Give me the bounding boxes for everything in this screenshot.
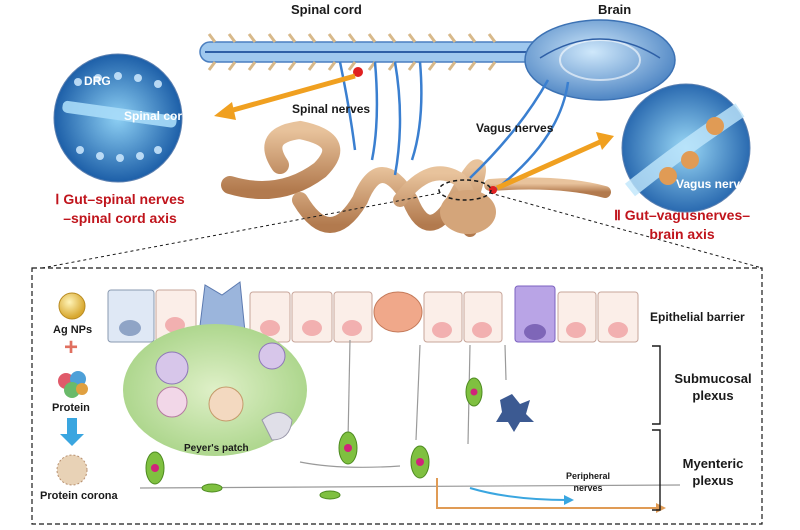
zoom-line-right [489,192,763,269]
submucosal-line2: plexus [692,388,734,403]
axis-two-title: Ⅱ Gut–vagusnerves– brain axis [582,206,782,244]
neuron-nuclei [151,388,478,472]
vagus-nerves-lines [469,79,570,191]
peyers-patch [123,324,307,456]
epithelial-layer [107,281,639,343]
brain-illustration [524,19,676,101]
zoom-line-left [41,192,441,269]
zoom-circle-left [53,53,183,183]
down-arrow-icon [60,418,84,446]
submucosal-bracket [652,345,661,425]
plus-sign: + [64,334,79,361]
spinal-cord-illustration [199,33,561,71]
detail-panel-frame [31,267,763,525]
axis-one-title: Ⅰ Gut–spinal nerves –spinal cord axis [20,190,220,228]
axis-two-line2: brain axis [649,226,715,242]
arrow-left [214,73,356,120]
axis-one-line1: Ⅰ Gut–spinal nerves [55,191,185,207]
brain-title: Brain [598,2,632,17]
peripheral-nerves-line2: nerves [573,483,603,493]
spinal-nerves-lines [338,61,423,176]
protein-corona-label: Protein corona [40,490,118,502]
myenteric-line2: plexus [692,473,734,488]
myenteric-bracket [652,429,661,511]
peyers-patch-label: Peyer's patch [184,443,249,454]
zoom-circle-right [621,83,751,213]
protein-corona-icon [56,454,88,486]
glial-cell [496,394,534,432]
peripheral-nerves-line1: Peripheral [566,471,611,481]
spinal-cord-title: Spinal cord [291,2,362,17]
spinal-nerves-label: Spinal nerves [292,102,371,116]
vagus-nerves-label: Vagus nerves [476,121,554,135]
peripheral-nerve-path [436,478,666,513]
ag-nps-label: Ag NPs [53,324,93,336]
spinal-marker-dot [353,67,363,77]
ag-nanoparticle-icon [58,292,86,320]
myenteric-plexus-label: Myenteric plexus [668,455,758,489]
submucosal-line1: Submucosal [674,371,752,386]
arrow-right [495,132,614,191]
gut-illustration [221,120,611,237]
gut-zoom-ellipse [438,179,492,201]
zoom-vagus-nerve-label: Vagus nerve [676,177,747,191]
epithelial-barrier-label: Epithelial barrier [650,310,745,324]
peripheral-nerves-label: Peripheral nerves [566,470,610,494]
zoom-spinal-cord-label: Spinal cord [124,109,190,123]
submucosal-plexus-label: Submucosal plexus [668,370,758,404]
protein-label: Protein [52,402,90,414]
myenteric-line1: Myenteric [682,456,744,471]
protein-icon [58,371,88,398]
drg-label: DRG [84,74,111,88]
axis-two-line1: Ⅱ Gut–vagusnerves– [613,207,751,223]
axis-one-line2: –spinal cord axis [63,210,177,226]
